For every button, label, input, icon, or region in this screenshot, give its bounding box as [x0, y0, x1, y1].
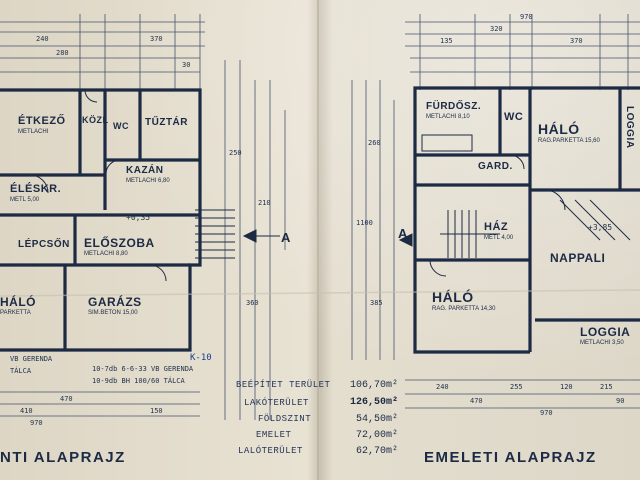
dim-ground-bottom-3: 150 — [150, 407, 163, 415]
room-halo2-upper: HÁLÓ RAG. PARKETTA 14,30 — [432, 290, 495, 312]
dim-ground-top-1: 240 — [36, 35, 49, 43]
room-etkezo: ÉTKEZŐ METLACHI — [18, 115, 66, 136]
dim-upper-top-3: 370 — [570, 37, 583, 45]
room-halo-ground: HÁLÓ PARKETTA — [0, 296, 36, 316]
section-marker-upper: A — [398, 226, 408, 241]
note-talca: TÁLCA — [10, 367, 32, 375]
room-haz-label: HÁZ — [484, 221, 509, 233]
room-loggia-label: LOGGIA — [580, 325, 631, 339]
dim-upper-top-1: 970 — [520, 13, 533, 21]
room-eloszoba-label: ELŐSZOBA — [84, 236, 155, 250]
dim-ground-top-3: 280 — [56, 49, 69, 57]
room-eloszoba-floor: METLACHI 8,80 — [84, 251, 128, 257]
room-eleskr-floor: METL 5,00 — [10, 197, 40, 203]
stat-label-4: LALÓTERÜLET — [238, 446, 303, 456]
room-loggia-side: LOGGIA — [624, 106, 635, 149]
room-haz: HÁZ METL 4,00 — [484, 221, 514, 242]
stat-value-3: 72,00m² — [356, 430, 399, 441]
room-garazs-floor: SIM.BETON 15,00 — [88, 310, 138, 316]
room-halo-upper-floor: RAG.PARKETTA 15,60 — [538, 138, 600, 144]
stat-label-3: EMELET — [256, 430, 292, 440]
dim-upper-left-3: 260 — [368, 139, 381, 147]
dim-ground-right-1: 250 — [229, 149, 242, 157]
dim-ground-right-3: 360 — [246, 299, 259, 307]
dim-upper-top-4: 320 — [490, 25, 503, 33]
room-furdosz-label: FÜRDŐSZ. — [426, 101, 482, 112]
section-marker-ground: A — [281, 230, 291, 245]
note-k10: K-10 — [190, 353, 212, 363]
dim-ground-top-2: 370 — [150, 35, 163, 43]
room-haz-floor: METL 4,00 — [484, 235, 514, 241]
note-talca-long: 10-9db BH 100/60 TÁLCA — [92, 377, 185, 385]
room-nappali: NAPPALI — [550, 251, 606, 265]
stat-value-2: 54,50m² — [356, 414, 399, 425]
room-eleskr-label: ÉLÉSKR. — [10, 183, 62, 195]
room-garazs-label: GARÁZS — [88, 295, 142, 309]
level-ground: +0,35 — [126, 213, 151, 222]
stat-value-4: 62,70m² — [356, 446, 399, 457]
dim-upper-top-2: 135 — [440, 37, 453, 45]
stat-label-2: FÖLDSZINT — [258, 414, 312, 424]
title-ground-floor: NTI ALAPRAJZ — [0, 449, 126, 466]
dim-upper-bottom-1: 240 — [436, 383, 449, 391]
stat-value-1: 126,50m² — [350, 397, 399, 408]
room-etkezo-floor: METLACHI — [18, 129, 49, 135]
room-eloszoba: ELŐSZOBA METLACHI 8,80 — [84, 237, 155, 257]
dim-ground-bottom-1: 470 — [60, 395, 73, 403]
dim-ground-bottom-4: 970 — [30, 419, 43, 427]
dim-upper-bottom-7: 255 — [510, 383, 523, 391]
stat-label-0: BEÉPÍTET TERÜLET — [236, 380, 331, 390]
room-halo2-upper-label: HÁLÓ — [432, 289, 474, 305]
dim-upper-bottom-6: 90 — [616, 397, 625, 405]
room-halo-ground-label: HÁLÓ — [0, 295, 36, 309]
dim-upper-left-2: 385 — [370, 299, 383, 307]
room-furdosz: FÜRDŐSZ. METLACHI 8,10 — [426, 101, 482, 121]
dim-upper-left-1: 1100 — [356, 219, 373, 227]
note-gerenda: VB GERENDA — [10, 355, 53, 363]
room-kazan: KAZÁN METLACHI 6,80 — [126, 165, 170, 185]
room-halo2-upper-floor: RAG. PARKETTA 14,30 — [432, 306, 496, 312]
level-upper: +3,85 — [588, 223, 613, 232]
room-halo-ground-floor: PARKETTA — [0, 310, 31, 316]
stat-value-0: 106,70m² — [350, 380, 399, 391]
room-kazan-label: KAZÁN — [126, 165, 164, 176]
title-upper-floor: EMELETI ALAPRAJZ — [424, 449, 597, 466]
room-wc-ground: WC — [113, 121, 129, 131]
room-lepcson: LÉPCSŐN — [18, 239, 70, 250]
dim-ground-top-4: 30 — [182, 61, 191, 69]
dim-upper-bottom-5: 970 — [540, 409, 553, 417]
dim-ground-right-2: 210 — [258, 199, 271, 207]
room-kazan-floor: METLACHI 6,80 — [126, 178, 170, 184]
room-halo-upper-label: HÁLÓ — [538, 121, 580, 137]
stat-label-1: LAKÓTERÜLET — [244, 398, 309, 408]
room-kozl: KÖZL — [82, 115, 109, 125]
note-gerenda-long: 10-7db 6-6-33 VB GERENDA — [92, 365, 194, 373]
room-wc-upper: WC — [504, 111, 524, 123]
room-tuztar: TŰZTÁR — [145, 117, 188, 128]
dim-upper-bottom-2: 470 — [470, 397, 483, 405]
room-garazs: GARÁZS SIM.BETON 15,00 — [88, 296, 142, 316]
room-halo-upper: HÁLÓ RAG.PARKETTA 15,60 — [538, 122, 600, 144]
room-loggia: LOGGIA METLACHI 3,50 — [580, 326, 630, 346]
room-furdosz-floor: METLACHI 8,10 — [426, 114, 470, 120]
room-gard: GARD. — [478, 161, 513, 172]
dim-ground-bottom-2: 410 — [20, 407, 33, 415]
dim-upper-bottom-4: 120 — [560, 383, 573, 391]
room-etkezo-label: ÉTKEZŐ — [18, 115, 66, 127]
room-loggia-floor: METLACHI 3,50 — [580, 340, 624, 346]
dim-upper-bottom-3: 215 — [600, 383, 613, 391]
room-eleskr: ÉLÉSKR. METL 5,00 — [10, 183, 62, 204]
